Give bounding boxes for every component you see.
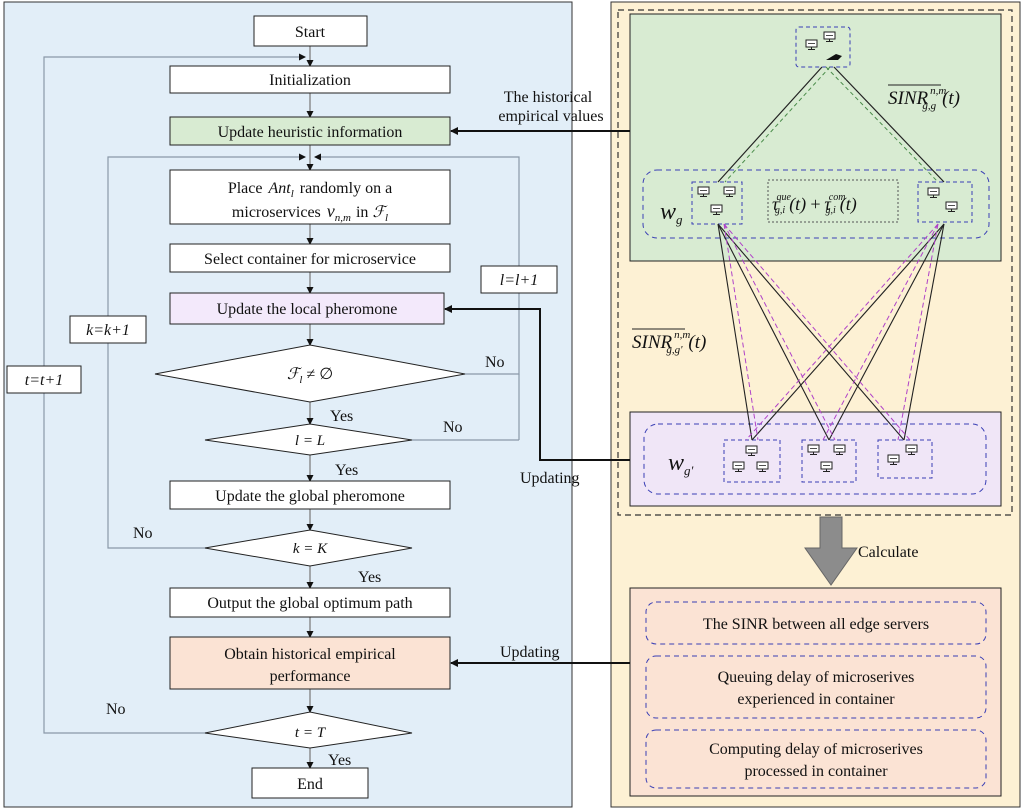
end-node [251, 767, 369, 799]
no-label-t: No [106, 701, 126, 718]
decision-l-label: l = L [295, 433, 325, 449]
decision-t-node [204, 711, 413, 749]
result-queuing-line1: Queuing delay of microserives [718, 669, 915, 686]
no-label-k: No [133, 525, 153, 542]
updating-label-2: Updating [500, 644, 560, 661]
historical-label-line2: empirical values [498, 108, 603, 125]
decision-l-node [204, 423, 413, 456]
obtain-historical-node [169, 636, 451, 690]
select-container-node [169, 243, 451, 273]
green-region [629, 13, 1002, 262]
decision-t-label: t = T [295, 725, 327, 741]
updating-label-1: Updating [520, 470, 580, 487]
historical-label-line1: The historical [504, 89, 593, 106]
network-dashed-frame [617, 9, 1013, 516]
place-ant-node [169, 169, 451, 225]
obtain-historical-line2: performance [270, 668, 351, 685]
result-sinr-box [645, 601, 987, 645]
result-sinr-label: The SINR between all edge servers [703, 616, 929, 633]
no-label-f: No [485, 354, 505, 371]
calculate-label: Calculate [858, 544, 918, 561]
wg-label: wg [660, 199, 683, 227]
t-increment-label: t=t+1 [25, 372, 63, 389]
decision-k-node [204, 529, 413, 567]
l-increment-label: l=l+1 [500, 272, 538, 289]
yes-label-l: Yes [335, 462, 358, 479]
update-local-node [169, 292, 445, 325]
wg-server-group-right [917, 181, 973, 223]
cross-panel-arrows [444, 127, 630, 667]
no-label-l: No [443, 419, 463, 436]
end-label: End [297, 776, 323, 793]
k-increment-box [69, 315, 147, 344]
top-connection-lines [717, 66, 945, 183]
start-node [253, 15, 368, 47]
update-local-label: Update the local pheromone [217, 301, 398, 318]
update-heuristic-node [169, 116, 451, 146]
t-increment-box [6, 365, 82, 394]
tau-expression-box [767, 179, 899, 223]
result-queuing-line2: experienced in container [737, 691, 895, 708]
l-increment-box [480, 265, 558, 294]
k-increment-label: k=k+1 [86, 322, 130, 339]
update-global-label: Update the global pheromone [215, 488, 405, 505]
decision-k-label: k = K [293, 541, 328, 557]
wg-prime-cluster [643, 423, 987, 495]
result-computing-box [645, 729, 987, 789]
output-path-label: Output the global optimum path [207, 595, 412, 612]
purple-region [629, 411, 1002, 507]
calculate-arrow [804, 516, 858, 586]
start-label: Start [295, 24, 326, 41]
yes-label-k: Yes [358, 569, 381, 586]
obtain-historical-line1: Obtain historical empirical [224, 646, 396, 663]
wg-prime-label: wg' [668, 450, 694, 478]
output-path-node [169, 587, 451, 618]
wg-server-group-left [691, 181, 743, 225]
result-computing-line2: processed in container [744, 763, 888, 780]
result-computing-line1: Computing delay of microserives [709, 741, 923, 758]
update-heuristic-label: Update heuristic information [218, 124, 403, 141]
select-container-label: Select container for microservice [204, 251, 416, 268]
top-server-cluster [795, 26, 851, 68]
wg-prime-group-2 [801, 439, 857, 483]
decision-f-label: ℱl≠ ∅ [287, 366, 333, 386]
cross-connection-lines [717, 223, 945, 441]
wg-cluster [642, 169, 990, 239]
update-global-node [169, 480, 451, 510]
initialization-node [169, 65, 451, 94]
yes-label-t: Yes [328, 752, 351, 769]
results-region [629, 587, 1002, 797]
satellite-dish-icon [826, 54, 842, 60]
wg-prime-group-3 [877, 439, 933, 479]
decision-f-node [154, 344, 466, 403]
result-queuing-box [645, 655, 987, 719]
yes-label-f: Yes [330, 408, 353, 425]
initialization-label: Initialization [269, 72, 351, 89]
